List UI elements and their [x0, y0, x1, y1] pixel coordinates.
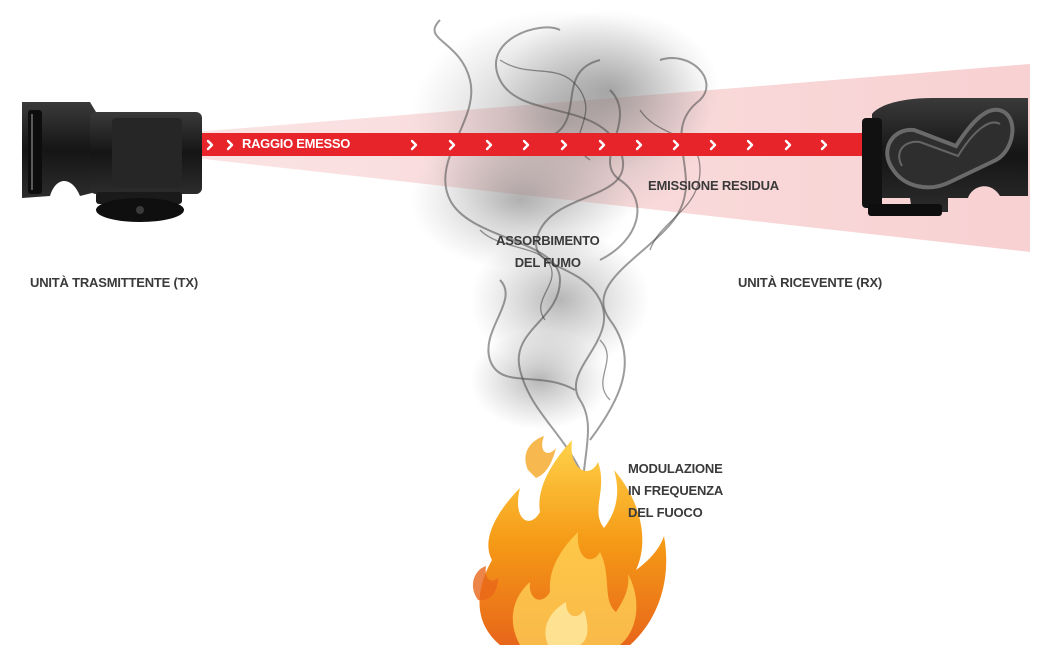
chevron-right-icon: [206, 139, 214, 151]
beam-chevrons: [206, 139, 828, 151]
smoke-absorption-label: ASSORBIMENTO DEL FUMO: [496, 230, 600, 274]
chevron-right-icon: [820, 139, 828, 151]
smoke-icon: [410, 10, 720, 521]
chevron-right-icon: [635, 139, 643, 151]
smoke-absorption-line-1: ASSORBIMENTO: [496, 233, 600, 248]
beam-label: RAGGIO EMESSO: [242, 136, 351, 151]
chevron-right-icon: [522, 139, 530, 151]
chevron-right-icon: [784, 139, 792, 151]
chevron-right-icon: [226, 139, 234, 151]
fire-modulation-line-3: DEL FUOCO: [628, 505, 703, 520]
receiver-label: UNITÀ RICEVENTE (RX): [738, 275, 883, 290]
chevron-right-icon: [560, 139, 568, 151]
chevron-right-icon: [746, 139, 754, 151]
fire-icon: [472, 436, 667, 645]
chevron-right-icon: [709, 139, 717, 151]
chevron-right-icon: [448, 139, 456, 151]
smoke-absorption-line-2: DEL FUMO: [514, 255, 581, 270]
chevron-right-icon: [672, 139, 680, 151]
fire-modulation-label: MODULAZIONE IN FREQUENZA DEL FUOCO: [628, 458, 723, 524]
chevron-right-icon: [485, 139, 493, 151]
beam-receiver-icon: [862, 98, 1028, 216]
chevron-right-icon: [598, 139, 606, 151]
fire-modulation-line-2: IN FREQUENZA: [628, 483, 724, 498]
fire-modulation-line-1: MODULAZIONE: [628, 461, 723, 476]
beam-transmitter-icon: [22, 102, 202, 222]
residual-emission-label: EMISSIONE RESIDUA: [648, 178, 779, 193]
chevron-right-icon: [410, 139, 418, 151]
transmitter-label: UNITÀ TRASMITTENTE (TX): [30, 275, 198, 290]
